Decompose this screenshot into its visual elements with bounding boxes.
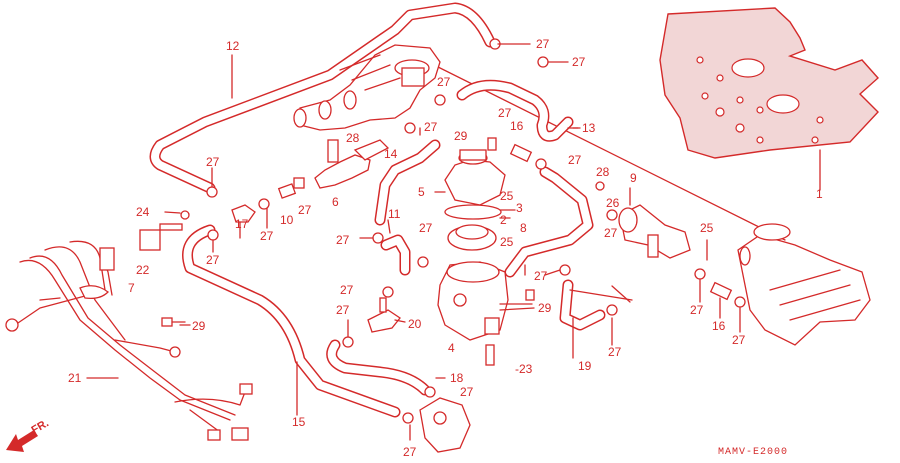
label-4: 4 [448,341,455,355]
label-13: 13 [582,121,596,135]
label-27: 27 [260,229,274,243]
joint-20 [367,297,401,333]
label-29: 29 [192,319,206,333]
label-27: 27 [206,253,220,267]
label-20: 20 [408,317,422,331]
label-27: 27 [732,333,746,347]
diagram-code: MAMV-E2000 [718,447,788,458]
hose-14 [374,139,441,226]
label-27: 27 [690,303,704,317]
hose-8 [504,166,594,278]
sensor-23 [485,344,495,366]
label-25: 25 [700,221,714,235]
label-27: 27 [419,221,433,235]
label-27: 27 [568,153,582,167]
sensor-22 [139,223,183,251]
label-7: 7 [128,281,135,295]
label-2: 2 [500,213,507,227]
part-labels: 12 27 27 27 13 27 16 27 29 28 27 14 27 2… [68,37,823,459]
fr-label: FR. [30,417,51,436]
label-14: 14 [384,147,398,161]
label-5: 5 [418,185,425,199]
label-27: 27 [437,75,451,89]
label-28: 28 [346,131,360,145]
label-27: 27 [336,233,350,247]
hose-13 [456,79,574,142]
clamps-27 [206,38,746,424]
label-27: 27 [498,106,512,120]
label-21: 21 [68,371,82,385]
label-27: 27 [424,120,438,134]
joint-17 [231,204,256,223]
label-8: 8 [520,221,527,235]
bolt-29-left [161,317,186,327]
label-9: 9 [630,171,637,185]
hose-18 [326,339,431,396]
leader-lines [86,43,741,441]
label-11: 11 [388,207,401,221]
label-27: 27 [340,283,354,297]
pump-cover [419,397,471,453]
label-27: 27 [336,303,350,317]
thermostat-2 [447,224,497,251]
hose-15 [182,224,401,418]
label-16: 16 [510,119,524,133]
label-28: 28 [596,165,610,179]
label-29: 29 [454,129,468,143]
label-27: 27 [206,155,220,169]
label-25: 25 [500,189,514,203]
label-27: 27 [608,345,622,359]
label-27: 27 [604,226,618,240]
pipe-9 [618,204,691,259]
label-6: 6 [332,195,339,209]
label-22: 22 [136,263,150,277]
hose-11 [380,234,411,276]
wire-harness-21 [5,240,253,441]
front-direction-arrow: FR. [6,417,51,452]
intake-manifold-top [293,44,441,131]
label-12: 12 [226,39,240,53]
label-18: 18 [450,371,464,385]
label-17: 17 [235,217,249,231]
hose-19 [559,279,606,331]
label-27: 27 [460,385,474,399]
label-27: 27 [403,445,417,458]
label-24: 24 [136,205,150,219]
label-19: 19 [578,359,592,373]
label-27: 27 [534,269,548,283]
thermostat-cover-5 [444,149,506,220]
label-3: 3 [516,201,523,215]
label-27: 27 [298,203,312,217]
fittings [180,137,733,301]
intake-manifold-right [737,223,871,346]
label-29: 29 [538,301,552,315]
label-10: 10 [280,213,294,227]
label-25: 25 [500,235,514,249]
label-1: 1 [816,187,823,201]
thermostat-housing-4 [437,261,509,341]
label-26: 26 [606,196,620,210]
label-23: -23 [515,362,533,376]
injector-6 [314,139,390,189]
label-15: 15 [292,415,306,429]
label-27: 27 [572,55,586,69]
label-16: 16 [712,319,726,333]
label-27: 27 [536,37,550,51]
heat-shield-plate [659,7,879,159]
hose-12 [149,2,496,194]
